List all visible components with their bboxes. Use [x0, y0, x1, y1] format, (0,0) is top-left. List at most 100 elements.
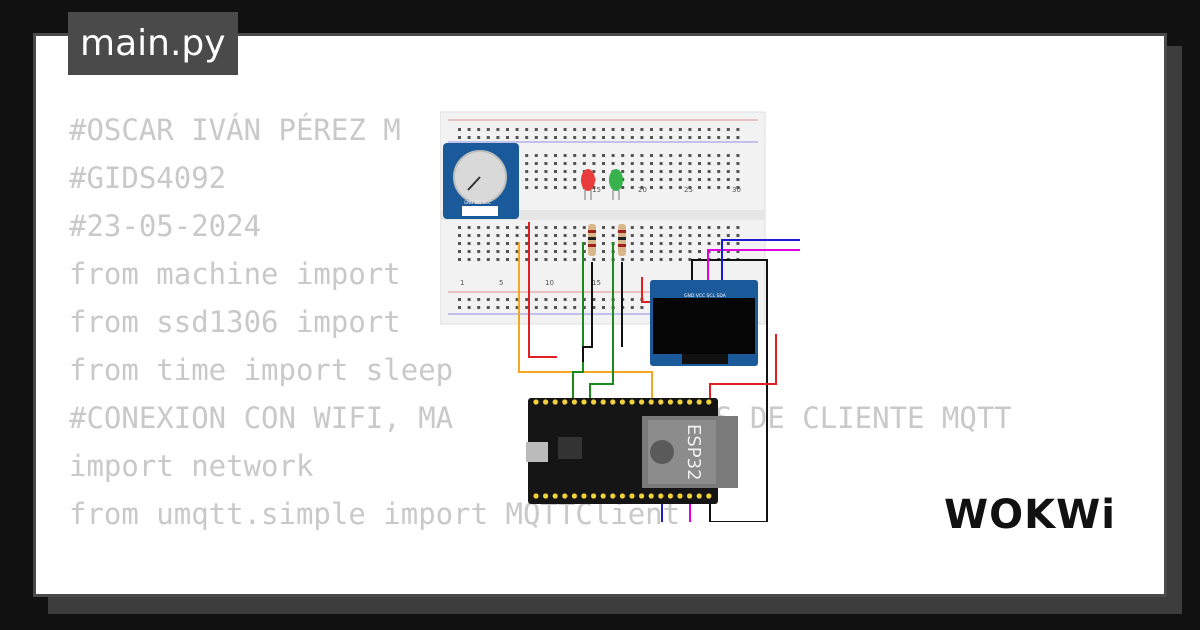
breadboard-hole [640, 306, 644, 309]
green-led [609, 169, 623, 200]
esp32-pin [667, 399, 673, 405]
breadboard-hole [640, 162, 644, 165]
breadboard-hole [736, 136, 740, 139]
breadboard-hole [496, 226, 500, 229]
breadboard-hole [534, 162, 538, 165]
breadboard-hole [707, 136, 711, 139]
breadboard-hole [563, 154, 567, 157]
breadboard-hole [573, 258, 577, 261]
breadboard-hole [650, 250, 653, 253]
breadboard-hole [707, 242, 711, 245]
breadboard-hole [534, 178, 538, 181]
breadboard-hole [640, 178, 644, 181]
esp32-label: ESP32 [683, 424, 704, 481]
breadboard-hole [477, 234, 481, 237]
bb-number-15-top: 15 [592, 186, 601, 194]
breadboard-hole [707, 234, 711, 237]
breadboard-hole [515, 226, 519, 229]
breadboard-hole [515, 306, 519, 309]
breadboard-hole [582, 298, 586, 301]
breadboard-hole [678, 242, 682, 245]
esp32-pin [543, 399, 549, 405]
breadboard-hole [650, 178, 653, 181]
breadboard-hole [592, 186, 596, 189]
breadboard-hole [707, 170, 711, 173]
breadboard-hole [582, 226, 586, 229]
breadboard-hole [611, 128, 615, 131]
breadboard-hole [486, 128, 490, 131]
breadboard-hole [486, 250, 490, 253]
breadboard-hole [707, 162, 711, 165]
breadboard-hole [602, 178, 605, 181]
file-tab[interactable]: main.py [68, 12, 238, 75]
breadboard-hole [630, 234, 634, 237]
breadboard-hole [554, 234, 557, 237]
breadboard-hole [650, 170, 653, 173]
breadboard-hole [650, 242, 653, 245]
breadboard-hole [496, 306, 500, 309]
bb-number-10: 10 [545, 279, 554, 287]
breadboard-hole [534, 154, 538, 157]
pot-pin-labels: GND SIG VCC [464, 200, 491, 205]
esp32-pin [696, 399, 702, 405]
esp32-pin [639, 399, 645, 405]
breadboard-hole [678, 186, 682, 189]
breadboard-hole [573, 242, 577, 245]
breadboard-hole [544, 154, 548, 157]
breadboard-hole [544, 136, 548, 139]
breadboard-hole [496, 258, 500, 261]
breadboard-hole [534, 298, 538, 301]
esp32-pin [562, 399, 568, 405]
breadboard-hole [650, 154, 653, 157]
breadboard-hole [640, 242, 644, 245]
breadboard-hole [496, 128, 500, 131]
breadboard-hole [544, 234, 548, 237]
breadboard-hole [525, 128, 529, 131]
breadboard-hole [525, 258, 529, 261]
breadboard-hole [736, 226, 740, 229]
breadboard-hole [698, 186, 701, 189]
breadboard-hole [669, 128, 673, 131]
breadboard-hole [467, 136, 471, 139]
bb-number-15: 15 [592, 279, 601, 287]
breadboard-hole [698, 242, 701, 245]
esp32-pin [533, 399, 539, 405]
breadboard-hole [554, 162, 557, 165]
esp32-pin [581, 399, 587, 405]
breadboard-hole [458, 306, 461, 309]
breadboard-hole [563, 306, 567, 309]
breadboard-hole [688, 170, 692, 173]
breadboard-hole [554, 136, 557, 139]
esp32-pin [581, 493, 587, 499]
breadboard-hole [544, 178, 548, 181]
breadboard-hole [630, 258, 634, 261]
esp32-pin [639, 493, 645, 499]
bb-number-25: 25 [684, 186, 693, 194]
breadboard-hole [592, 162, 596, 165]
code-line-3: #23-05-2024 [69, 209, 262, 243]
breadboard-hole [630, 186, 634, 189]
breadboard-hole [554, 306, 557, 309]
breadboard-hole [630, 178, 634, 181]
breadboard-hole [563, 128, 567, 131]
breadboard-hole [554, 298, 557, 301]
breadboard-hole [630, 128, 634, 131]
code-line-2: #GIDS4092 [69, 161, 227, 195]
breadboard-hole [717, 162, 721, 165]
breadboard-hole [573, 306, 577, 309]
breadboard-hole [688, 226, 692, 229]
breadboard-hole [669, 242, 673, 245]
breadboard-hole [726, 154, 730, 157]
breadboard-hole [678, 128, 682, 131]
breadboard-hole [726, 226, 730, 229]
breadboard-hole [486, 234, 490, 237]
breadboard-hole [678, 226, 682, 229]
breadboard-hole [688, 128, 692, 131]
breadboard-hole [650, 226, 653, 229]
breadboard-hole [630, 162, 634, 165]
breadboard-hole [573, 136, 577, 139]
breadboard-hole [602, 242, 605, 245]
esp32-board: ESP32 [526, 398, 738, 504]
breadboard-hole [458, 242, 461, 245]
